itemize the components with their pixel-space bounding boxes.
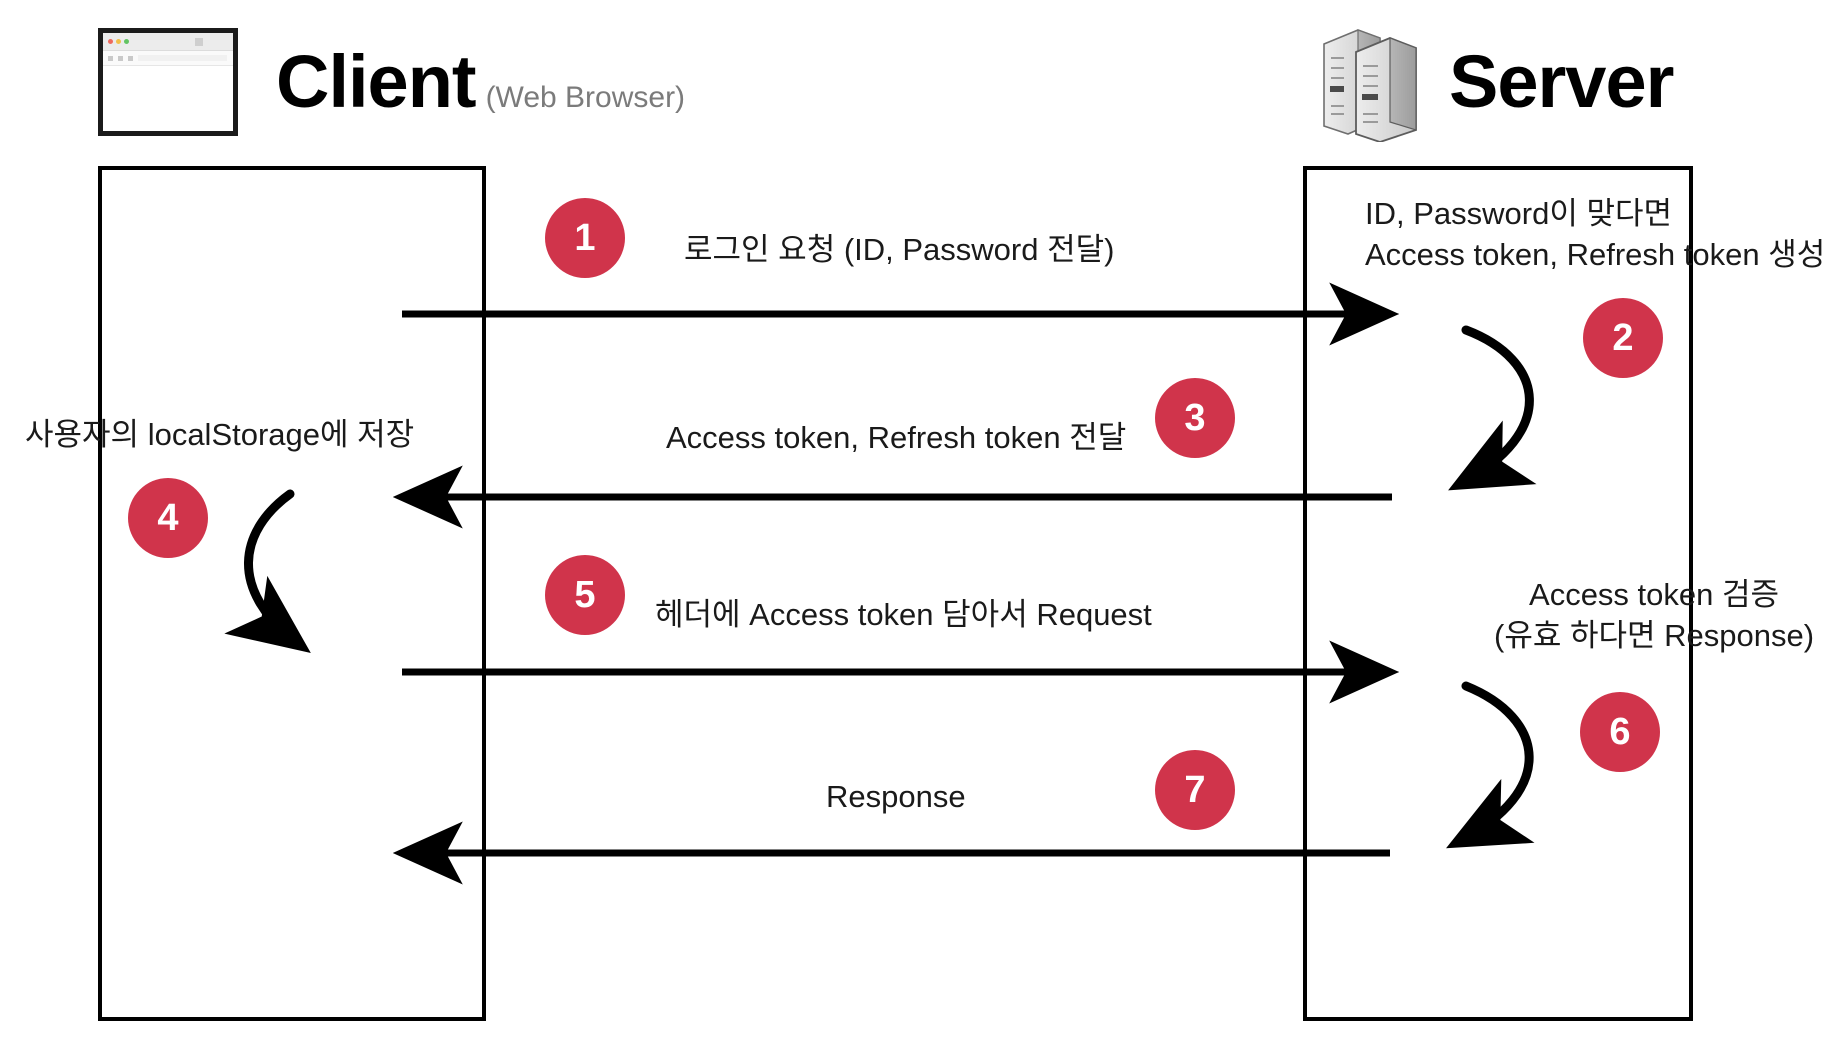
client-title-row: Client (Web Browser) [276,45,685,119]
client-subtitle: (Web Browser) [485,81,686,114]
browser-window-icon [98,28,238,136]
step-label-1: 로그인 요청 (ID, Password 전달) [684,232,1115,267]
browser-dot-red [108,39,113,44]
browser-page-area [103,66,233,131]
step-badge-1[interactable]: 1 [545,198,625,278]
step-label-7: Response [826,779,966,814]
step-badge-2[interactable]: 2 [1583,298,1663,378]
browser-tab-square [195,38,203,46]
server-lifeline-box [1303,166,1693,1021]
forward-arrow-icon [118,55,123,61]
step-badge-6[interactable]: 6 [1580,692,1660,772]
step-label-3: Access token, Refresh token 전달 [666,420,1127,455]
server-actor-header: Server [1318,22,1674,143]
back-arrow-icon [108,55,113,61]
step-label-6: Access token 검증 (유효 하다면 Response) [1494,577,1815,653]
reload-icon [128,55,133,61]
server-title: Server [1449,40,1674,123]
step-label-5: 헤더에 Access token 담아서 Request [655,597,1152,632]
step-label-2: ID, Password이 맞다면 Access token, Refresh … [1365,196,1826,272]
browser-dot-yellow [116,39,121,44]
step-badge-3[interactable]: 3 [1155,378,1235,458]
client-title: Client [276,40,477,123]
browser-url-bar [138,55,227,61]
client-actor-header: Client (Web Browser) [98,28,685,136]
browser-dot-green [124,39,129,44]
browser-navbar [103,51,233,66]
step-label-4: 사용자의 localStorage에 저장 [25,417,415,452]
step-badge-7[interactable]: 7 [1155,750,1235,830]
browser-titlebar [103,33,233,51]
server-rack-icon [1318,22,1423,143]
step-badge-4[interactable]: 4 [128,478,208,558]
client-lifeline-box [98,166,486,1021]
step-badge-5[interactable]: 5 [545,555,625,635]
